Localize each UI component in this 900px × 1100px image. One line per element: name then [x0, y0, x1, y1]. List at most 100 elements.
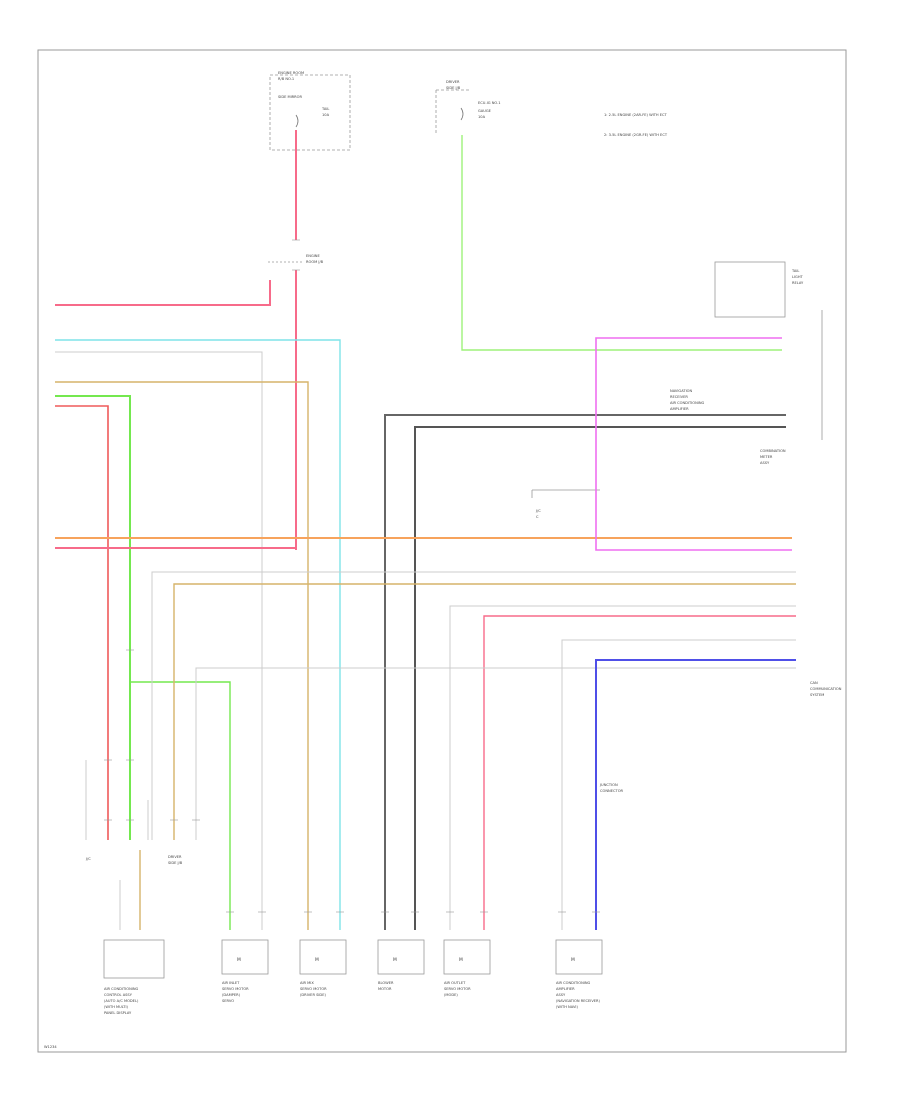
wire-green-branch [130, 681, 231, 930]
wire-dark-1 [384, 414, 786, 930]
fuse-box-top-line2: R/B NO.1 [278, 77, 294, 81]
connector-marks [104, 239, 600, 913]
wire-light-2 [449, 605, 796, 930]
bottom-0-line5: PANEL DISPLAY [104, 1011, 132, 1015]
lower-left-wires [85, 760, 149, 930]
bottom-0-line4: (WITH MULTI) [104, 1005, 129, 1009]
junction-top: ENGINE ROOM J/B [268, 254, 324, 264]
center-junction-line1: JUNCTION [599, 783, 618, 787]
right-lowest-line1: CAN [810, 681, 818, 685]
fuse-box-top: ENGINE ROOM R/B NO.1 SIDE MIRROR TAIL 10… [269, 71, 351, 151]
right-upper-line2: LIGHT [792, 275, 804, 279]
bottom-0-line1: AIR CONDITIONING [104, 987, 139, 991]
bottom-4-box: M [459, 957, 463, 963]
right-mid-line1: COMBINATION [760, 449, 786, 453]
right-upper-line3: RELAY [792, 281, 804, 285]
bottom-1-line2: SERVO MOTOR [222, 987, 249, 991]
bottom-4-line3: (MODE) [444, 993, 458, 997]
junction-top-line2: ROOM J/B [306, 260, 324, 264]
note-2: 2: 3.5L ENGINE (2GR-FE) WITH ECT [604, 133, 668, 137]
wire-pink-2 [483, 615, 796, 930]
top-right-relay-line3: ECU-IG NO.1 [478, 101, 501, 105]
right-upper-line1: TAIL [791, 269, 799, 273]
wire-tan [55, 381, 309, 930]
wire-tan-2 [173, 583, 796, 840]
right-lowest-line3: SYSTEM [810, 693, 824, 697]
wire-dark-2 [414, 426, 786, 930]
bottom-3-box: M [393, 957, 397, 963]
center-junction-line2: CONNECTOR [600, 789, 624, 793]
bottom-component-1: M AIR INLET SERVO MOTOR (DAMPER) SERVO [221, 939, 269, 1003]
junction-top-line1: ENGINE [306, 254, 320, 258]
fuse-box-top-line3: SIDE MIRROR [278, 95, 303, 99]
right-label-lower-3: AIR CONDITIONING [670, 401, 705, 405]
top-right-relay-line1: DRIVER [446, 80, 460, 84]
wire-pink [55, 130, 297, 550]
side-junction-line1: DRIVER [168, 855, 182, 859]
bottom-2-line2: SERVO MOTOR [300, 987, 327, 991]
bottom-component-2: M AIR MIX SERVO MOTOR (DRIVER SIDE) [299, 939, 347, 997]
right-lowest-line2: COMMUNICATION [810, 687, 842, 691]
top-right-relay-line2: SIDE J/B [446, 86, 461, 90]
bottom-3-line1: BLOWER [378, 981, 394, 985]
bottom-0-line2: CONTROL ASSY [104, 993, 133, 997]
bottom-component-4: M AIR OUTLET SERVO MOTOR (MODE) [443, 939, 491, 997]
bottom-1-box: M [237, 957, 241, 963]
bottom-2-line1: AIR MIX [300, 981, 314, 985]
wire-red [55, 405, 109, 840]
bottom-2-box: M [315, 957, 319, 963]
right-label-lower-2: RECEIVER [670, 395, 688, 399]
top-right-relay: DRIVER SIDE J/B ECU-IG NO.1 GAUGE 10A [435, 80, 501, 135]
right-label-lower-4: AMPLIFIER [670, 407, 689, 411]
wire-gray-left [55, 351, 263, 930]
right-label-lower-1: NAVIGATION [670, 389, 692, 393]
bottom-component-0: AIR CONDITIONING CONTROL ASSY (AUTO A/C … [103, 939, 165, 1015]
right-mid-label: COMBINATION METER ASSY NAVIGATION RECEIV… [670, 389, 786, 465]
mid-connector-line1: J/C [535, 509, 541, 513]
bottom-0-line3: (AUTO A/C MODEL) [104, 999, 139, 1003]
right-mid-line3: ASSY [760, 461, 770, 465]
bottom-5-line1: AIR CONDITIONING [556, 981, 591, 985]
bottom-4-line1: AIR OUTLET [444, 981, 466, 985]
diagram-border [37, 49, 847, 1053]
wire-magenta [595, 337, 792, 551]
bottom-5-box: M [571, 957, 575, 963]
bottom-3-line2: MOTOR [378, 987, 392, 991]
side-junction: DRIVER SIDE J/B J/C JUNCTION CONNECTOR [85, 783, 624, 865]
bottom-4-line2: SERVO MOTOR [444, 987, 471, 991]
left-bottom-junction: J/C [85, 857, 91, 861]
wire-light-4 [195, 667, 796, 840]
fuse-top-label-1: TAIL [321, 107, 329, 111]
mid-connector-line2: C [536, 515, 539, 519]
bottom-2-line3: (DRIVER SIDE) [300, 993, 326, 997]
bottom-5-line3: ASSY [556, 993, 566, 997]
bottom-1-line4: SERVO [222, 999, 234, 1003]
bottom-5-line5: (WITH NAVI) [556, 1005, 578, 1009]
bottom-1-line1: AIR INLET [222, 981, 240, 985]
wire-blue [595, 659, 796, 930]
bottom-5-line2: AMPLIFIER [556, 987, 575, 991]
bottom-component-5: M AIR CONDITIONING AMPLIFIER ASSY (NAVIG… [555, 939, 603, 1009]
right-mid-line2: METER [760, 455, 773, 459]
top-right-relay2-line1: GAUGE [478, 109, 492, 113]
wire-light-1 [151, 571, 796, 840]
mid-connector: J/C C [531, 489, 600, 519]
bottom-1-line3: (DAMPER) [222, 993, 241, 997]
page-label: W1234 [44, 1045, 57, 1049]
wire-lime [461, 135, 782, 351]
right-lowest-label: CAN COMMUNICATION SYSTEM [810, 681, 842, 697]
notes: 1: 2.5L ENGINE (2AR-FE) WITH ECT 2: 3.5L… [604, 113, 668, 137]
wire-green [55, 395, 131, 840]
right-upper-component: TAIL LIGHT RELAY [714, 261, 823, 440]
bottom-component-3: M BLOWER MOTOR [377, 939, 425, 991]
side-junction-line2: SIDE J/B [168, 861, 183, 865]
wire-cyan [55, 339, 341, 930]
bottom-5-line4: (NAVIGATION RECEIVER) [556, 999, 601, 1003]
top-right-relay2-line2: 10A [478, 115, 486, 119]
fuse-box-top-line1: ENGINE ROOM [278, 71, 304, 75]
note-1: 1: 2.5L ENGINE (2AR-FE) WITH ECT [604, 113, 668, 117]
wire-light-3 [561, 639, 796, 930]
fuse-top-label-2: 10A [322, 113, 330, 117]
